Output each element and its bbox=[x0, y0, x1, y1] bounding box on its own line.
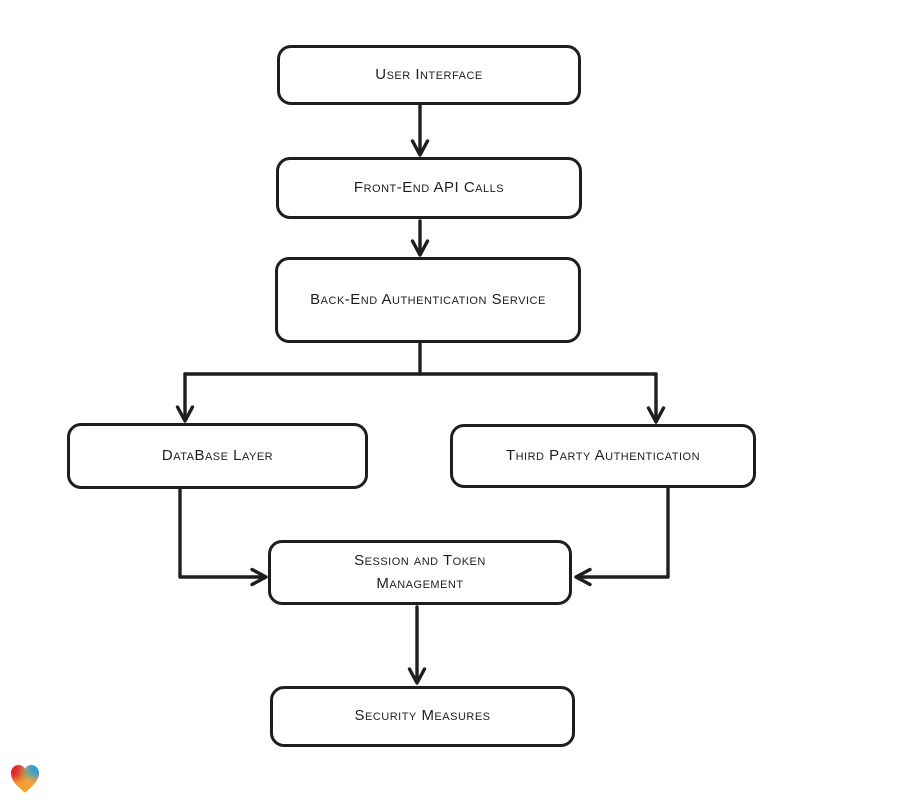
node-session-and-token-management: Session and Token Management bbox=[268, 540, 572, 605]
edge-user-interface-to-front-end bbox=[410, 104, 430, 157]
node-label: Security Measures bbox=[354, 707, 491, 725]
node-label: DataBase Layer bbox=[161, 446, 274, 464]
node-third-party-authentication: Third Party Authentication bbox=[450, 424, 756, 488]
node-label: Third Party Authentication bbox=[505, 446, 701, 464]
node-label: Back-End Authentication Service bbox=[310, 290, 546, 308]
edge-third-party-to-session bbox=[574, 487, 670, 587]
node-back-end-authentication-service: Back-End Authentication Service bbox=[275, 257, 581, 343]
node-label: Session and Token Management bbox=[354, 552, 486, 592]
heart-icon bbox=[11, 765, 39, 793]
edge-back-end-branch bbox=[175, 342, 666, 424]
edge-front-end-to-back-end bbox=[410, 219, 430, 257]
node-label: User Interface bbox=[375, 65, 483, 83]
edge-database-to-session bbox=[178, 488, 268, 587]
node-user-interface: User Interface bbox=[277, 45, 581, 105]
edge-session-to-security bbox=[407, 605, 427, 685]
node-security-measures: Security Measures bbox=[270, 686, 575, 747]
node-database-layer: DataBase Layer bbox=[67, 423, 368, 489]
node-label: Front-End API Calls bbox=[353, 178, 505, 196]
node-front-end-api-calls: Front-End API Calls bbox=[276, 157, 582, 219]
gradient-heart-logo[interactable] bbox=[8, 762, 42, 795]
